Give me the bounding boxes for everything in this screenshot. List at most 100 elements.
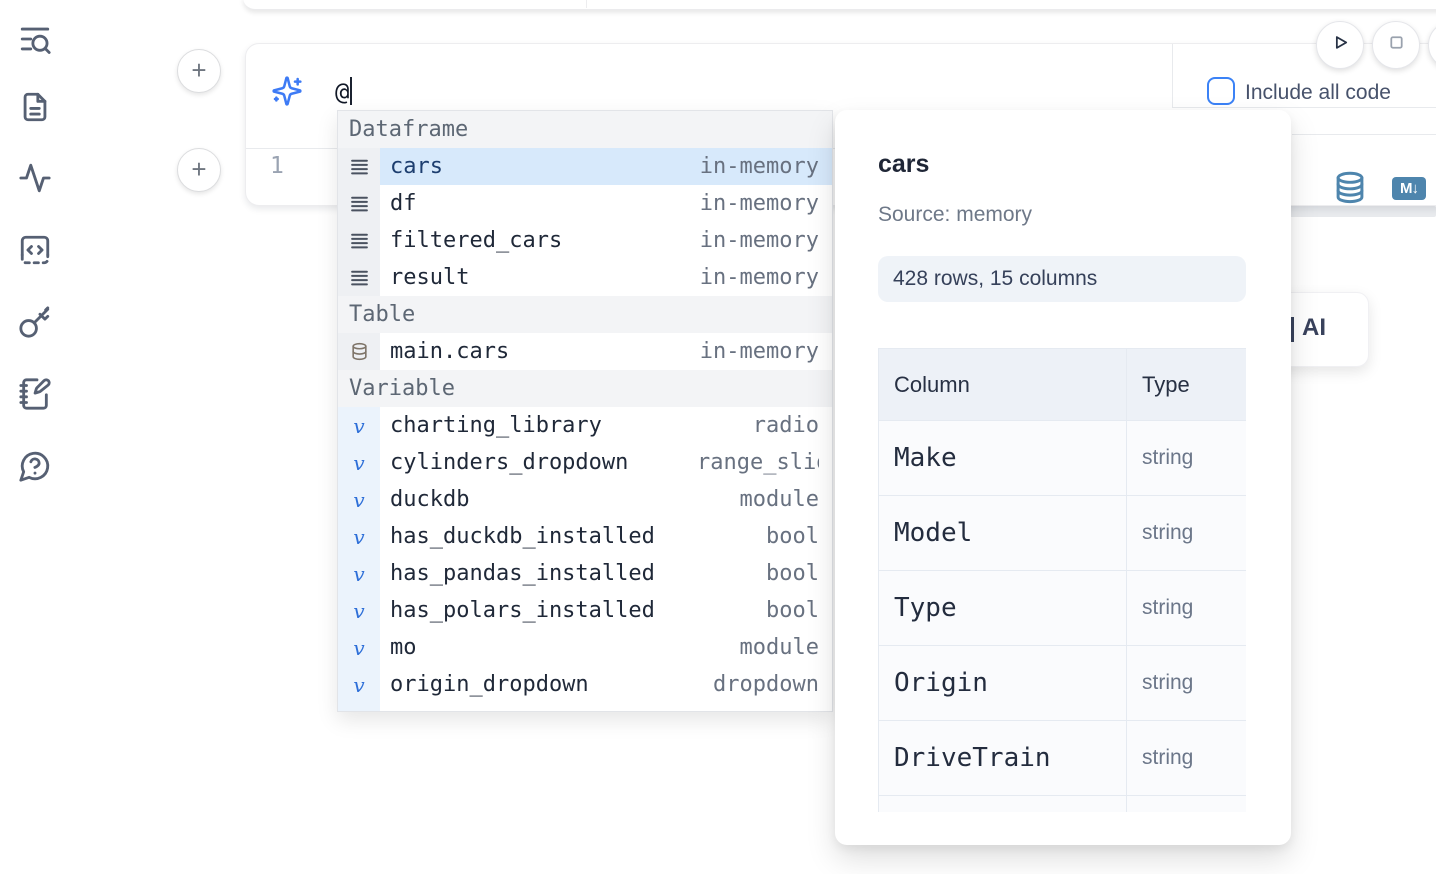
- completion-label: cylinders_dropdown: [390, 450, 629, 475]
- column-name: Origin: [878, 645, 1127, 721]
- stop-cell-button[interactable]: [1372, 21, 1420, 69]
- notebook-pen-icon: [18, 378, 52, 415]
- convert-to-markdown-icon[interactable]: M↓: [1392, 177, 1426, 200]
- sidebar-item-scratchpad[interactable]: [18, 377, 52, 411]
- completion-item-has-duckdb-installed[interactable]: v has_duckdb_installed bool: [338, 518, 832, 555]
- activity-icon: [18, 163, 52, 199]
- play-icon: [1328, 30, 1353, 60]
- column-name: Type: [878, 570, 1127, 646]
- completion-item-df[interactable]: df in-memory: [338, 185, 832, 222]
- completion-detail: module: [739, 487, 819, 512]
- completion-label: has_pandas_installed: [390, 561, 655, 586]
- checkbox-section-border: [1172, 107, 1436, 108]
- completion-item-origin-dropdown[interactable]: v origin_dropdown dropdown: [338, 666, 832, 703]
- completion-detail: bool: [766, 598, 819, 623]
- sidebar-item-help[interactable]: [18, 449, 52, 483]
- schema-header-column: Column: [878, 348, 1127, 421]
- completion-item-charting-library[interactable]: v charting_library radio: [338, 407, 832, 444]
- include-all-code-checkbox[interactable]: [1207, 77, 1235, 105]
- sidebar-item-documentation[interactable]: [18, 90, 52, 124]
- text-cursor: [350, 77, 353, 105]
- column-type: string: [1126, 720, 1246, 796]
- completion-detail: module: [740, 709, 819, 711]
- column-type: string: [1126, 420, 1246, 496]
- completion-item-main-cars[interactable]: main.cars in-memory: [338, 333, 832, 370]
- file-text-icon: [18, 92, 52, 128]
- completion-detail: in-memory: [699, 339, 819, 364]
- variable-icon: v: [353, 672, 365, 697]
- completion-item-result[interactable]: result in-memory: [338, 259, 832, 296]
- schema-row: Origin string: [878, 645, 1246, 721]
- variable-icon: v: [353, 413, 365, 438]
- dataframe-panel-button[interactable]: [1334, 171, 1366, 205]
- schema-row: Make string: [878, 420, 1246, 496]
- completion-item-duckdb[interactable]: v duckdb module: [338, 481, 832, 518]
- schema-row: DriveTrain string: [878, 720, 1246, 796]
- variable-icon: v: [353, 598, 365, 623]
- run-cell-button[interactable]: [1316, 21, 1364, 69]
- stop-icon: [1384, 30, 1409, 60]
- completion-item-filtered-cars[interactable]: filtered_cars in-memory: [338, 222, 832, 259]
- schema-row-clipped: [878, 795, 1246, 812]
- section-header-dataframe: Dataframe: [338, 111, 832, 148]
- completion-detail: in-memory: [699, 228, 819, 253]
- sparkles-icon: [271, 75, 303, 107]
- completion-label: duckdb: [390, 487, 470, 512]
- autocomplete-popup: Dataframe cars in-memory df in-memory: [337, 110, 833, 712]
- add-cell-below-button[interactable]: +: [177, 148, 221, 192]
- variable-icon: v: [353, 524, 365, 549]
- rows-icon: [338, 259, 380, 296]
- preview-title: cars: [878, 150, 930, 178]
- column-type: string: [1126, 645, 1246, 721]
- sidebar-item-snippets[interactable]: [18, 233, 52, 267]
- help-circle-icon: [18, 451, 52, 487]
- variable-icon: v: [353, 710, 364, 712]
- completion-label: cars: [390, 154, 443, 179]
- completion-item-cylinders-dropdown[interactable]: v cylinders_dropdown range_slider: [338, 444, 832, 481]
- variable-icon: v: [353, 635, 365, 660]
- section-header-variable: Variable: [338, 370, 832, 407]
- ai-prompt-value: @: [335, 78, 350, 106]
- schema-table: Column Type Make string Model string Typ…: [878, 348, 1246, 812]
- completion-detail: module: [739, 635, 819, 660]
- completion-item-has-polars-installed[interactable]: v has_polars_installed bool: [338, 592, 832, 629]
- previous-cell-edge: [243, 0, 1436, 10]
- completion-item-mo[interactable]: v mo module: [338, 629, 832, 666]
- ai-button-label: AI: [1302, 314, 1326, 341]
- completion-detail: bool: [766, 524, 819, 549]
- sidebar-item-secrets[interactable]: [18, 305, 52, 339]
- completion-item-cars[interactable]: cars in-memory: [338, 148, 832, 185]
- completion-label: mo: [390, 635, 417, 660]
- schema-header-row: Column Type: [878, 348, 1246, 421]
- completion-label: main.cars: [390, 339, 510, 364]
- schema-row: Type string: [878, 570, 1246, 646]
- completion-detail: radio: [752, 413, 819, 438]
- completion-label: origin_dropdown: [390, 672, 589, 697]
- completion-detail: bool: [766, 561, 819, 586]
- dataframe-preview-panel: cars Source: memory 428 rows, 15 columns…: [835, 110, 1291, 845]
- column-type: string: [1126, 495, 1246, 571]
- column-name: Make: [878, 420, 1127, 496]
- completion-label: has_duckdb_installed: [390, 524, 655, 549]
- database-icon: [338, 333, 380, 370]
- completion-item-has-pandas-installed[interactable]: v has_pandas_installed bool: [338, 555, 832, 592]
- column-type: string: [1126, 570, 1246, 646]
- code-square-icon: [18, 235, 52, 271]
- add-cell-above-button[interactable]: +: [177, 49, 221, 93]
- completion-label: charting_library: [390, 413, 602, 438]
- sidebar-item-explorer[interactable]: [18, 22, 52, 56]
- sidebar-item-tracing[interactable]: [18, 161, 52, 195]
- completion-detail: dropdown: [713, 672, 819, 697]
- completion-item-pd[interactable]: v pd module: [338, 703, 832, 712]
- previous-cell-divider: [586, 0, 587, 8]
- completion-label: has_polars_installed: [390, 598, 655, 623]
- section-header-table: Table: [338, 296, 832, 333]
- list-search-icon: [18, 27, 52, 60]
- hidden-text-fragment: [1290, 317, 1294, 342]
- schema-row: Model string: [878, 495, 1246, 571]
- key-icon: [18, 306, 52, 343]
- completion-detail: in-memory: [699, 265, 819, 290]
- completion-detail: range_slider: [697, 450, 819, 475]
- ai-prompt-input[interactable]: @: [335, 77, 353, 106]
